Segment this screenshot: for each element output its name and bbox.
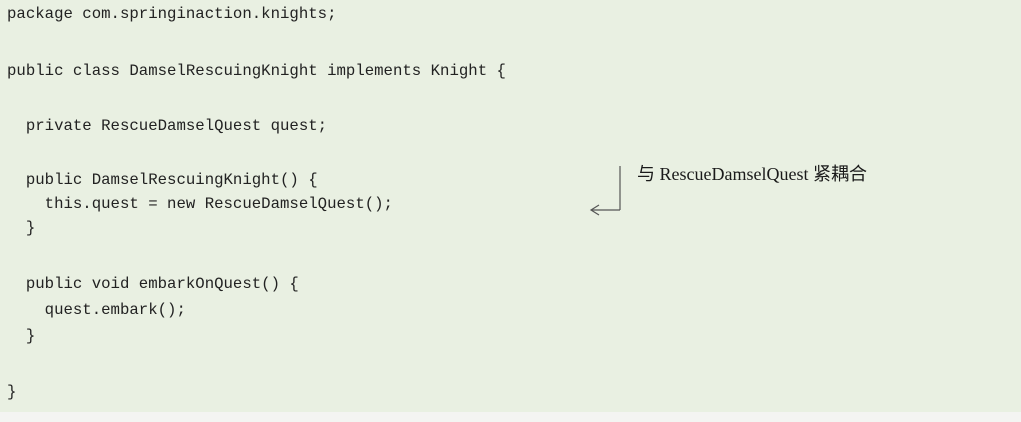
code-line-class-close: }: [7, 383, 17, 401]
code-line-package: package com.springinaction.knights;: [7, 5, 337, 23]
code-line-constructor: public DamselRescuingKnight() {: [7, 171, 318, 189]
callout-arrowhead: [589, 204, 600, 216]
code-line-method-close: }: [7, 327, 36, 345]
code-line-class-declaration: public class DamselRescuingKnight implem…: [7, 62, 506, 80]
code-line-constructor-close: }: [7, 219, 36, 237]
callout-arrow-icon: [589, 166, 621, 216]
code-block: package com.springinaction.knights; publ…: [7, 0, 506, 401]
code-line-constructor-body: this.quest = new RescueDamselQuest();: [7, 195, 393, 213]
code-line-method: public void embarkOnQuest() {: [7, 275, 299, 293]
code-line-method-body: quest.embark();: [7, 301, 186, 319]
annotation-label: 与 RescueDamselQuest 紧耦合: [637, 164, 867, 184]
code-line-field: private RescueDamselQuest quest;: [7, 117, 328, 135]
bottom-strip: [0, 412, 1021, 422]
code-listing-panel: package com.springinaction.knights; publ…: [0, 0, 1021, 413]
